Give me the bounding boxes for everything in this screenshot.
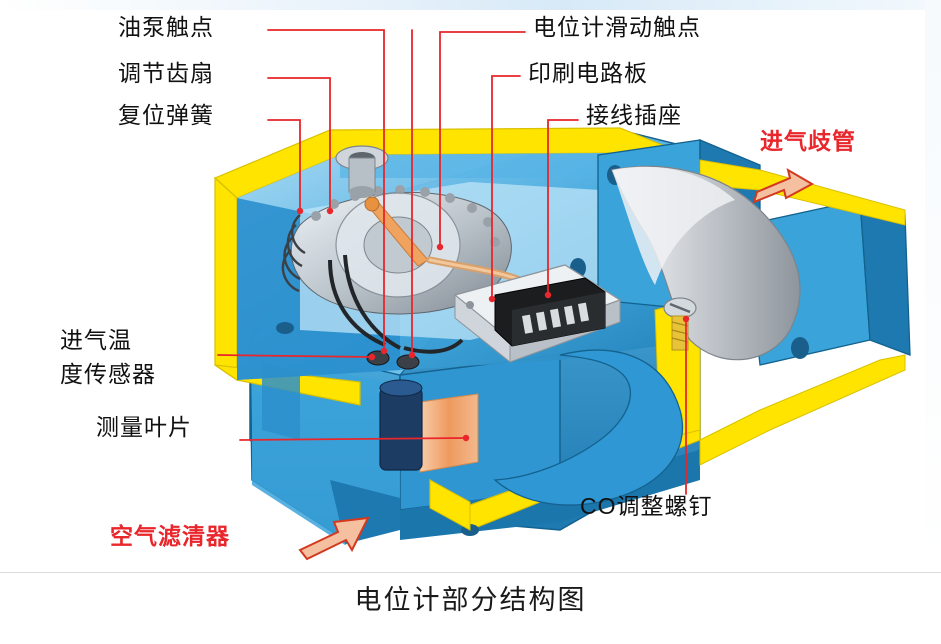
diagram-illustration: 油泵触点 调节齿扇 复位弹簧 电位计滑动触点 印刷电路板 接线插座 进气歧管 进… — [0, 10, 941, 570]
right-decorative-strip — [925, 0, 941, 570]
top-decorative-strip — [0, 0, 941, 10]
label-adjust-gear-sector: 调节齿扇 — [118, 60, 214, 86]
label-oil-pump-contact: 油泵触点 — [118, 14, 214, 40]
label-intake-air-temp-sensor-line2: 度传感器 — [60, 361, 156, 387]
diagram-caption: 电位计部分结构图 — [354, 585, 587, 615]
label-measuring-vane: 测量叶片 — [96, 414, 192, 440]
label-potentiometer-slider: 电位计滑动触点 — [533, 14, 701, 40]
label-intake-manifold: 进气歧管 — [760, 128, 856, 154]
caption-bar — [0, 572, 941, 644]
label-return-spring: 复位弹簧 — [118, 102, 214, 128]
label-air-cleaner: 空气滤清器 — [110, 523, 230, 549]
label-co-adjust-screw: CO调整螺钉 — [580, 493, 713, 519]
diagram-svg — [213, 29, 911, 561]
label-wiring-socket: 接线插座 — [586, 102, 682, 128]
label-intake-air-temp-sensor-line1: 进气温 — [60, 327, 132, 353]
label-printed-circuit-board: 印刷电路板 — [528, 60, 648, 86]
